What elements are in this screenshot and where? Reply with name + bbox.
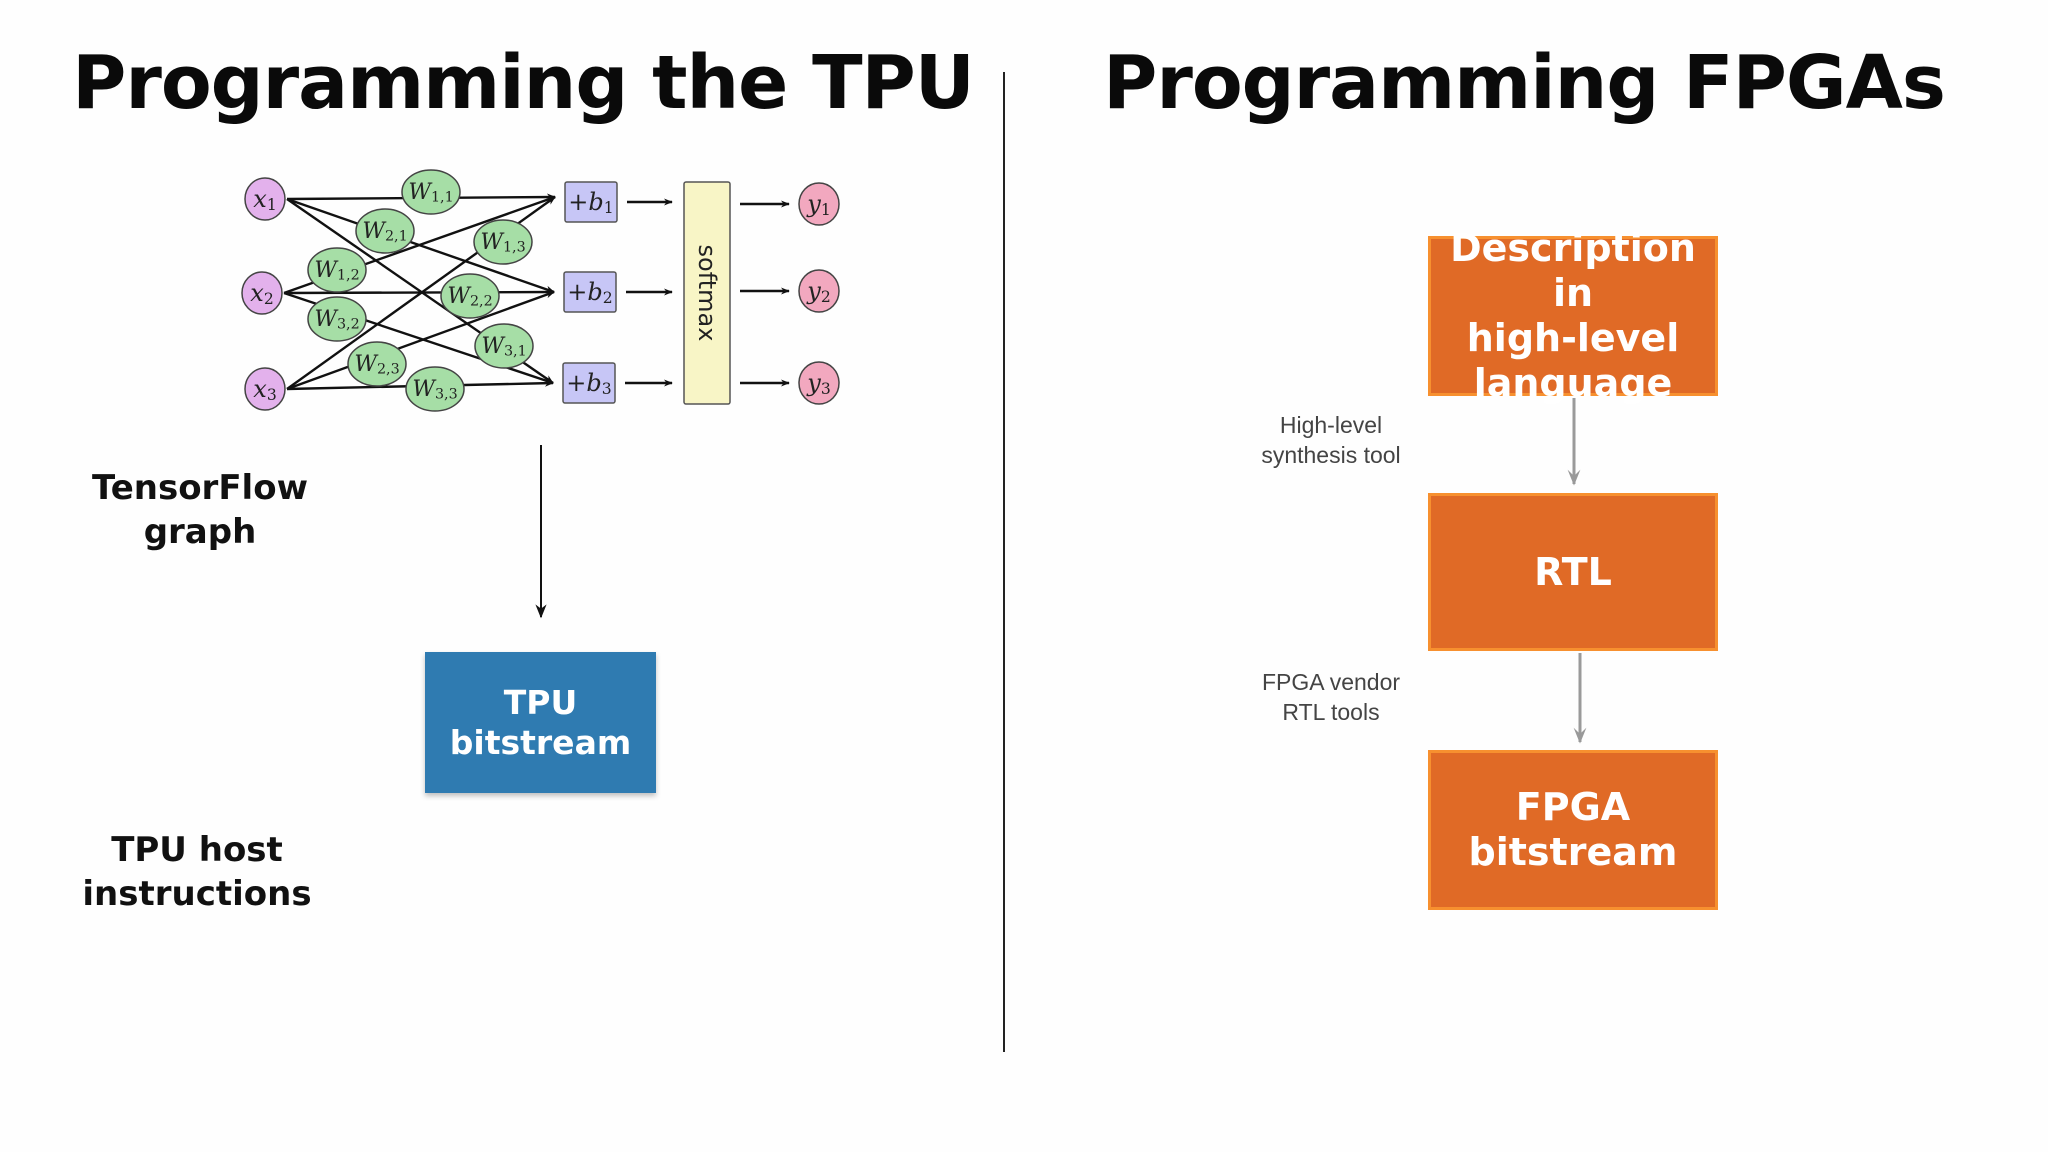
input-node — [241, 271, 283, 315]
weight-node-label: W1,3 — [480, 230, 525, 256]
weight-node — [401, 169, 461, 215]
output-node-label: y3 — [806, 369, 830, 398]
tpu-box-line2: bitstream — [449, 722, 632, 762]
weight-node-label: W3,1 — [481, 334, 526, 360]
weight-node-label: W3,2 — [314, 307, 359, 333]
bias-node-label: +b1 — [568, 188, 613, 217]
host-label-line1: TPU host — [111, 830, 283, 870]
output-node — [798, 182, 840, 226]
weight-node-label: W3,3 — [412, 377, 457, 403]
host-label-line2: instructions — [82, 874, 312, 914]
fpga-title: Programming FPGAs — [1103, 40, 1946, 126]
output-node-label: y1 — [806, 190, 830, 219]
output-node-label: y2 — [806, 277, 830, 306]
fpga-box-line1: FPGA — [1515, 785, 1631, 829]
input-node-label: x3 — [253, 375, 276, 404]
rtl-box: RTL — [1428, 493, 1718, 651]
vendor-tool-line2: RTL tools — [1282, 699, 1380, 725]
weight-node — [474, 323, 534, 369]
fpga-bitstream-box: FPGA bitstream — [1428, 750, 1718, 910]
bias-node-label: +b3 — [566, 369, 611, 398]
column-divider — [1003, 72, 1005, 1052]
hls-tool-line1: High-level — [1279, 412, 1383, 438]
weight-edge — [286, 290, 555, 391]
weight-node — [440, 273, 500, 319]
tensorflow-graph-label: TensorFlow graph — [92, 466, 308, 554]
softmax-node — [683, 181, 731, 405]
bias-node-label: +b2 — [567, 278, 612, 307]
tpu-box-line1: TPU — [503, 682, 578, 722]
tpu-title: Programming the TPU — [72, 40, 975, 126]
weight-node — [405, 366, 465, 412]
hls-tool-line2: synthesis tool — [1261, 442, 1401, 468]
rtl-box-line1: RTL — [1534, 549, 1612, 594]
weight-node — [347, 341, 407, 387]
output-node — [798, 269, 840, 313]
vendor-tool-label: FPGA vendor RTL tools — [1262, 667, 1400, 727]
tensorflow-label-line2: graph — [143, 512, 257, 552]
tensorflow-label-line1: TensorFlow — [92, 468, 308, 508]
input-node — [244, 177, 286, 221]
output-node — [798, 361, 840, 405]
high-level-description-box: Description in high-level language — [1428, 226, 1718, 405]
weight-node — [307, 296, 367, 342]
input-node-label: x1 — [253, 185, 276, 214]
hll-box-line1: Description in — [1450, 226, 1696, 315]
bias-node — [562, 362, 616, 404]
hll-box-line3: language — [1473, 361, 1673, 405]
input-node-label: x2 — [250, 279, 273, 308]
weight-node-label: W1,1 — [408, 180, 453, 206]
weight-node — [473, 219, 533, 265]
bias-node — [563, 271, 617, 313]
weight-node-label: W2,2 — [447, 284, 492, 310]
weight-node — [355, 208, 415, 254]
bias-node — [564, 181, 618, 223]
hll-box-line2: high-level — [1466, 316, 1680, 360]
softmax-label: softmax — [693, 245, 721, 342]
network-nodes: x1 x2 x3 W1,1W2,1W1,2W3,2 W2,2 W1,3W3,1W2,3W3… — [241, 169, 840, 412]
fpga-box-line2: bitstream — [1468, 830, 1678, 874]
hls-tool-label: High-level synthesis tool — [1261, 410, 1400, 470]
weight-node-label: W2,1 — [362, 219, 407, 245]
weight-edge — [283, 288, 555, 296]
weight-node-label: W2,3 — [354, 352, 399, 378]
tpu-host-instructions-label: TPU host instructions — [82, 828, 311, 916]
tpu-bitstream-box: TPU bitstream — [425, 652, 656, 793]
weight-node-label: W1,2 — [314, 258, 359, 284]
vendor-tool-line1: FPGA vendor — [1261, 669, 1401, 695]
input-node — [244, 367, 286, 411]
weight-node — [307, 247, 367, 293]
